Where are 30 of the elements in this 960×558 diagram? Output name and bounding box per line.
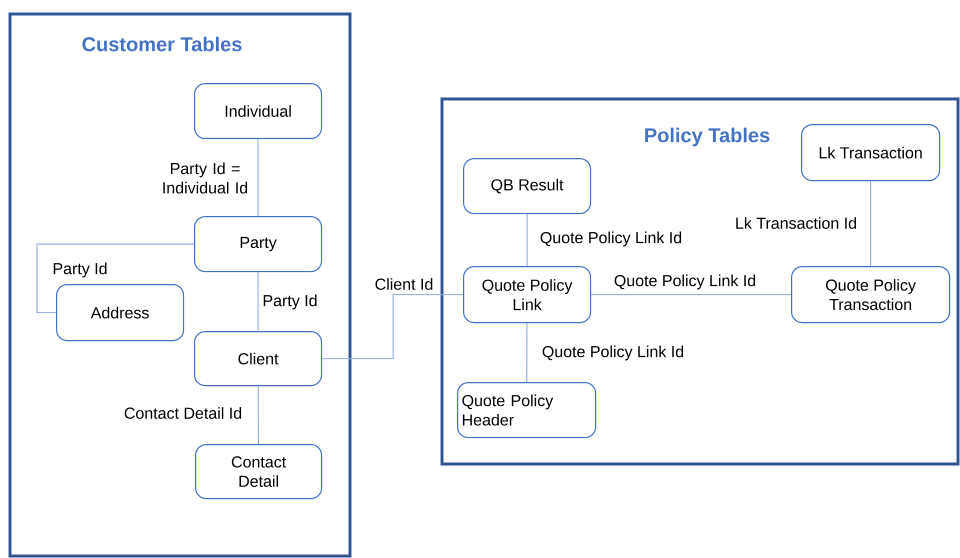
connector-line <box>526 214 528 266</box>
table-box: Party <box>194 216 322 272</box>
table-box: Client <box>194 331 322 386</box>
edge-label: Quote Policy Link Id <box>540 344 686 362</box>
edge-label: Client Id <box>373 276 435 292</box>
connector-line <box>591 294 791 296</box>
connector-line <box>526 323 528 382</box>
connector-line <box>36 244 194 314</box>
table-box: Quote Policy Header <box>457 382 596 438</box>
edge-label: Quote Policy Link Id <box>538 230 684 248</box>
connector-line <box>870 181 872 266</box>
table-box: Quote Policy Transaction <box>791 266 950 324</box>
table-box: QB Result <box>463 158 592 214</box>
edge-label: Contact Detail Id <box>122 406 244 420</box>
table-box: Contact Detail <box>195 444 322 500</box>
panel-heading: Customer Tables <box>82 36 242 52</box>
table-box: Address <box>56 284 184 342</box>
edge-label: Party Id = Individual Id <box>154 161 256 195</box>
panel-heading: Policy Tables <box>645 128 770 146</box>
connector-line <box>258 386 259 444</box>
table-box: Quote Policy Link <box>463 266 592 324</box>
edge-label: Party Id <box>51 261 109 279</box>
edge-label: Party Id <box>261 293 319 311</box>
connector-line <box>322 294 463 360</box>
table-box: Lk Transaction <box>801 124 940 182</box>
connector-line <box>258 139 259 216</box>
table-box: Individual <box>194 83 322 140</box>
connector-line <box>258 272 259 331</box>
edge-label: Quote Policy Link Id <box>612 273 758 291</box>
edge-label: Lk Transaction Id <box>734 216 858 230</box>
